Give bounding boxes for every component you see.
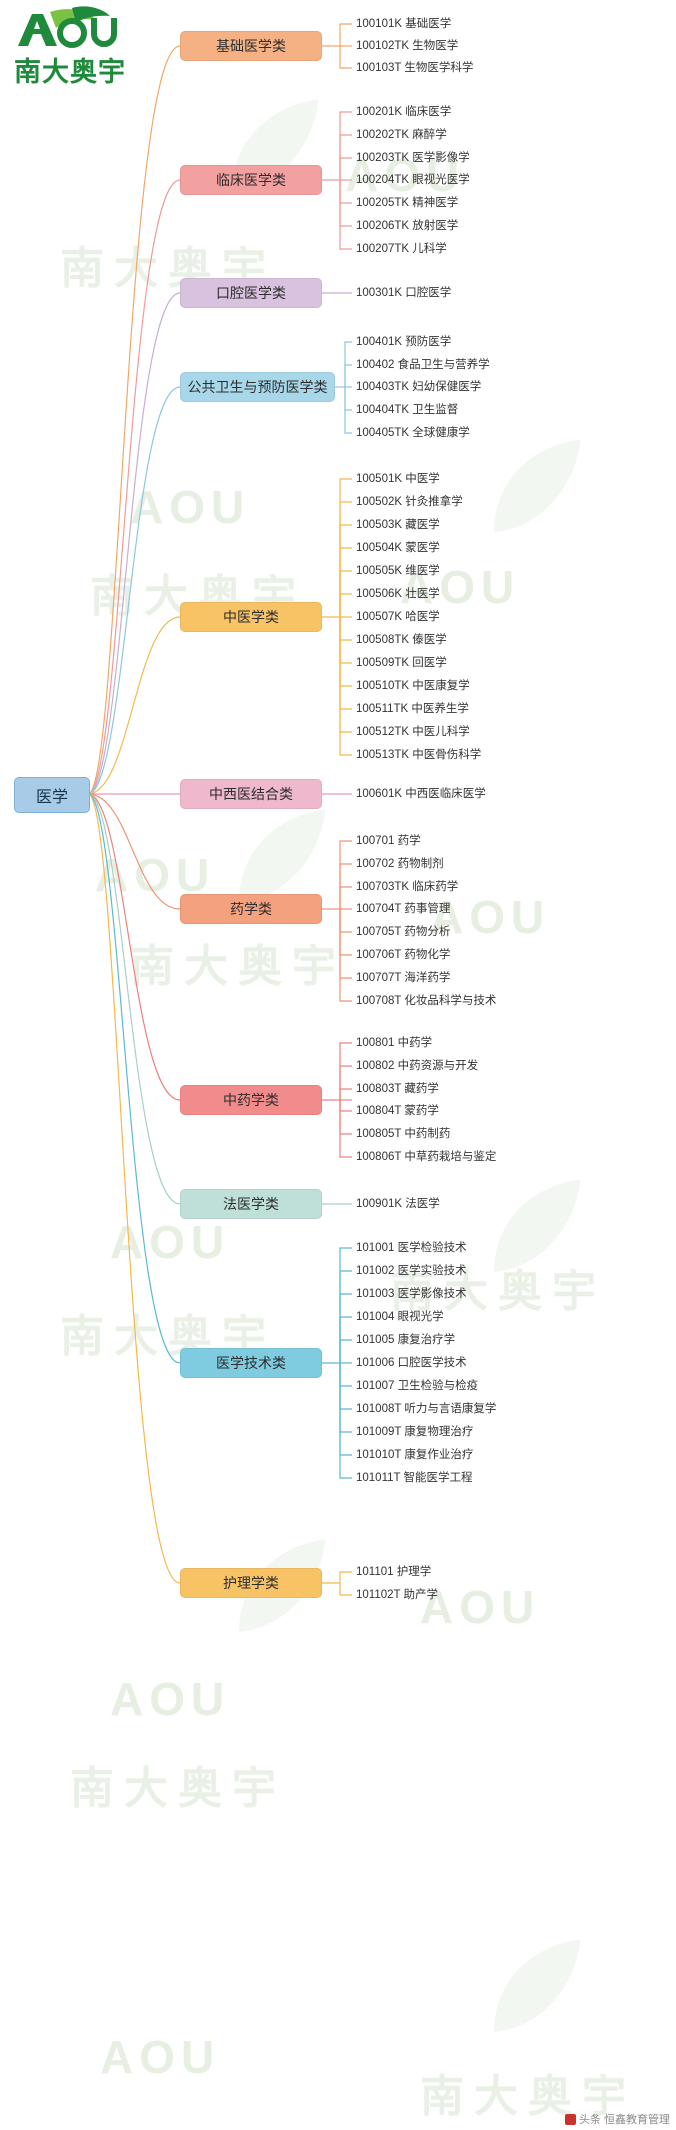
leaf-item[interactable]: 100502K 针灸推拿学 — [356, 496, 463, 508]
leaf-item[interactable]: 101007 卫生检验与检疫 — [356, 1380, 479, 1392]
leaf-item[interactable]: 100804T 蒙药学 — [356, 1105, 439, 1117]
category-node-7[interactable]: 中药学类 — [180, 1085, 322, 1115]
logo-mark-icon — [18, 6, 117, 48]
category-node-10[interactable]: 护理学类 — [180, 1568, 322, 1598]
leaf-item[interactable]: 100513TK 中医骨伤科学 — [356, 749, 482, 761]
leaf-item[interactable]: 100707T 海洋药学 — [356, 972, 451, 984]
leaf-item[interactable]: 100205TK 精神医学 — [356, 197, 459, 209]
leaf-item[interactable]: 100801 中药学 — [356, 1037, 433, 1049]
leaf-item[interactable]: 100503K 藏医学 — [356, 519, 440, 531]
leaf-item[interactable]: 100704T 药事管理 — [356, 903, 451, 915]
leaf-item[interactable]: 101002 医学实验技术 — [356, 1265, 467, 1277]
leaf-item[interactable]: 100301K 口腔医学 — [356, 287, 452, 299]
leaf-item[interactable]: 101102T 助产学 — [356, 1589, 439, 1601]
category-node-3[interactable]: 公共卫生与预防医学类 — [180, 372, 335, 402]
leaf-item[interactable]: 100601K 中西医临床医学 — [356, 788, 486, 800]
logo: 南大奥宇 — [10, 6, 138, 88]
leaf-item[interactable]: 100509TK 回医学 — [356, 657, 447, 669]
category-node-8[interactable]: 法医学类 — [180, 1189, 322, 1219]
leaf-item[interactable]: 100207TK 儿科学 — [356, 243, 447, 255]
leaf-item[interactable]: 100103T 生物医学科学 — [356, 62, 474, 74]
leaf-item[interactable]: 100401K 预防医学 — [356, 336, 452, 348]
leaf-item[interactable]: 100512TK 中医儿科学 — [356, 726, 470, 738]
leaf-item[interactable]: 100701 药学 — [356, 835, 421, 847]
category-node-0[interactable]: 基础医学类 — [180, 31, 322, 61]
leaf-item[interactable]: 100511TK 中医养生学 — [356, 703, 469, 715]
leaf-item[interactable]: 100505K 维医学 — [356, 565, 440, 577]
leaf-item[interactable]: 100901K 法医学 — [356, 1198, 440, 1210]
category-node-2[interactable]: 口腔医学类 — [180, 278, 322, 308]
leaf-item[interactable]: 100708T 化妆品科学与技术 — [356, 995, 497, 1007]
category-node-1[interactable]: 临床医学类 — [180, 165, 322, 195]
leaf-item[interactable]: 100501K 中医学 — [356, 473, 440, 485]
leaf-item[interactable]: 100806T 中草药栽培与鉴定 — [356, 1151, 497, 1163]
leaf-item[interactable]: 100803T 藏药学 — [356, 1083, 439, 1095]
leaf-item[interactable]: 101003 医学影像技术 — [356, 1288, 467, 1300]
leaf-item[interactable]: 101010T 康复作业治疗 — [356, 1449, 474, 1461]
leaf-item[interactable]: 100206TK 放射医学 — [356, 220, 459, 232]
footer-credit: 头条 恒鑫教育管理 — [564, 2111, 670, 2127]
leaf-item[interactable]: 100506K 壮医学 — [356, 588, 440, 600]
leaf-item[interactable]: 100510TK 中医康复学 — [356, 680, 470, 692]
category-node-9[interactable]: 医学技术类 — [180, 1348, 322, 1378]
leaf-item[interactable]: 100203TK 医学影像学 — [356, 152, 470, 164]
leaf-item[interactable]: 101011T 智能医学工程 — [356, 1472, 473, 1484]
category-node-5[interactable]: 中西医结合类 — [180, 779, 322, 809]
logo-text: 南大奥宇 — [14, 57, 126, 87]
footer-text: 头条 恒鑫教育管理 — [578, 2114, 670, 2126]
category-node-6[interactable]: 药学类 — [180, 894, 322, 924]
leaf-item[interactable]: 100405TK 全球健康学 — [356, 427, 470, 439]
leaf-item[interactable]: 100805T 中药制药 — [356, 1128, 451, 1140]
leaf-item[interactable]: 100504K 蒙医学 — [356, 542, 440, 554]
leaf-item[interactable]: 100702 药物制剂 — [356, 858, 444, 870]
leaf-item[interactable]: 101005 康复治疗学 — [356, 1334, 456, 1346]
leaf-item[interactable]: 100403TK 妇幼保健医学 — [356, 381, 482, 393]
category-node-4[interactable]: 中医学类 — [180, 602, 322, 632]
leaf-item[interactable]: 100101K 基础医学 — [356, 18, 452, 30]
leaf-item[interactable]: 100705T 药物分析 — [356, 926, 451, 938]
leaf-item[interactable]: 101008T 听力与言语康复学 — [356, 1403, 497, 1415]
leaf-item[interactable]: 100802 中药资源与开发 — [356, 1060, 479, 1072]
leaf-item[interactable]: 100507K 哈医学 — [356, 611, 440, 623]
leaf-item[interactable]: 100404TK 卫生监督 — [356, 404, 459, 416]
root-node[interactable]: 医学 — [14, 777, 90, 813]
leaf-item[interactable]: 100703TK 临床药学 — [356, 881, 459, 893]
toutiao-icon — [564, 2113, 576, 2125]
leaf-item[interactable]: 100202TK 麻醉学 — [356, 129, 447, 141]
leaf-item[interactable]: 101006 口腔医学技术 — [356, 1357, 467, 1369]
leaf-item[interactable]: 100508TK 傣医学 — [356, 634, 447, 646]
leaf-item[interactable]: 101101 护理学 — [356, 1566, 432, 1578]
leaf-item[interactable]: 101001 医学检验技术 — [356, 1242, 467, 1254]
leaf-item[interactable]: 100402 食品卫生与营养学 — [356, 359, 490, 371]
leaf-item[interactable]: 101004 眼视光学 — [356, 1311, 444, 1323]
leaf-item[interactable]: 100201K 临床医学 — [356, 106, 452, 118]
leaf-item[interactable]: 100204TK 眼视光医学 — [356, 174, 470, 186]
leaf-item[interactable]: 100102TK 生物医学 — [356, 40, 459, 52]
leaf-item[interactable]: 100706T 药物化学 — [356, 949, 451, 961]
leaf-item[interactable]: 101009T 康复物理治疗 — [356, 1426, 474, 1438]
